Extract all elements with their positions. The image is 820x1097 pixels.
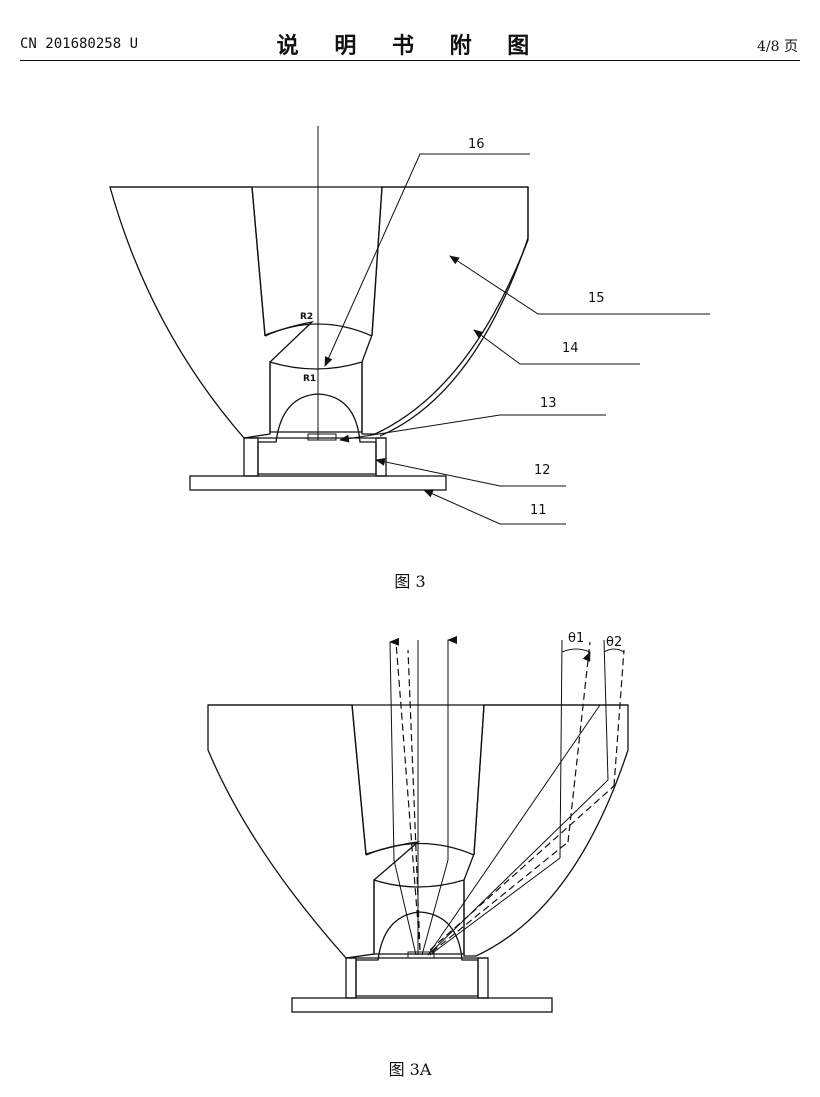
led-package-3a <box>355 911 479 997</box>
section-title: 说 明 书 附 图 <box>276 34 544 59</box>
lens-body-right-3a <box>463 704 629 957</box>
lens-body-left <box>109 186 315 439</box>
surface-r1-cavity <box>269 361 363 433</box>
leader-15 <box>449 255 710 315</box>
leader-13 <box>339 414 606 443</box>
page-number: 4/8 页 <box>757 39 798 55</box>
circuit-board-3a <box>291 997 553 1013</box>
circuit-board <box>189 475 447 491</box>
ray-tir-1 <box>427 779 609 956</box>
header-rule <box>20 60 800 61</box>
label-13: 13 <box>540 396 557 411</box>
leader-14 <box>473 329 640 365</box>
figure-3-drawing: 16 15 14 13 12 11 R2 R1 <box>109 126 710 525</box>
label-11: 11 <box>530 503 547 518</box>
lens-body-left-3a <box>207 704 421 959</box>
leader-16 <box>324 153 530 367</box>
left-support <box>243 437 259 477</box>
label-theta2: θ2 <box>606 635 622 650</box>
led-package <box>257 393 377 475</box>
leader-11 <box>423 489 566 525</box>
label-12: 12 <box>534 463 551 478</box>
label-15: 15 <box>588 291 605 306</box>
figure-3a-caption: 图 3A <box>388 1060 432 1079</box>
label-14: 14 <box>562 341 579 356</box>
document-number: CN 201680258 U <box>20 36 139 52</box>
theta1-arc <box>561 648 591 662</box>
label-theta1: θ1 <box>568 631 584 646</box>
figure-3-caption: 图 3 <box>394 572 426 591</box>
label-r1: R1 <box>303 374 316 384</box>
leader-12 <box>375 457 566 487</box>
theta2-arc <box>603 648 625 653</box>
right-support <box>375 437 387 477</box>
figure-3a-drawing: θ1 θ2 <box>207 631 629 1013</box>
lens-body-right <box>361 186 529 435</box>
label-16: 16 <box>468 137 485 152</box>
label-r2: R2 <box>300 312 313 322</box>
